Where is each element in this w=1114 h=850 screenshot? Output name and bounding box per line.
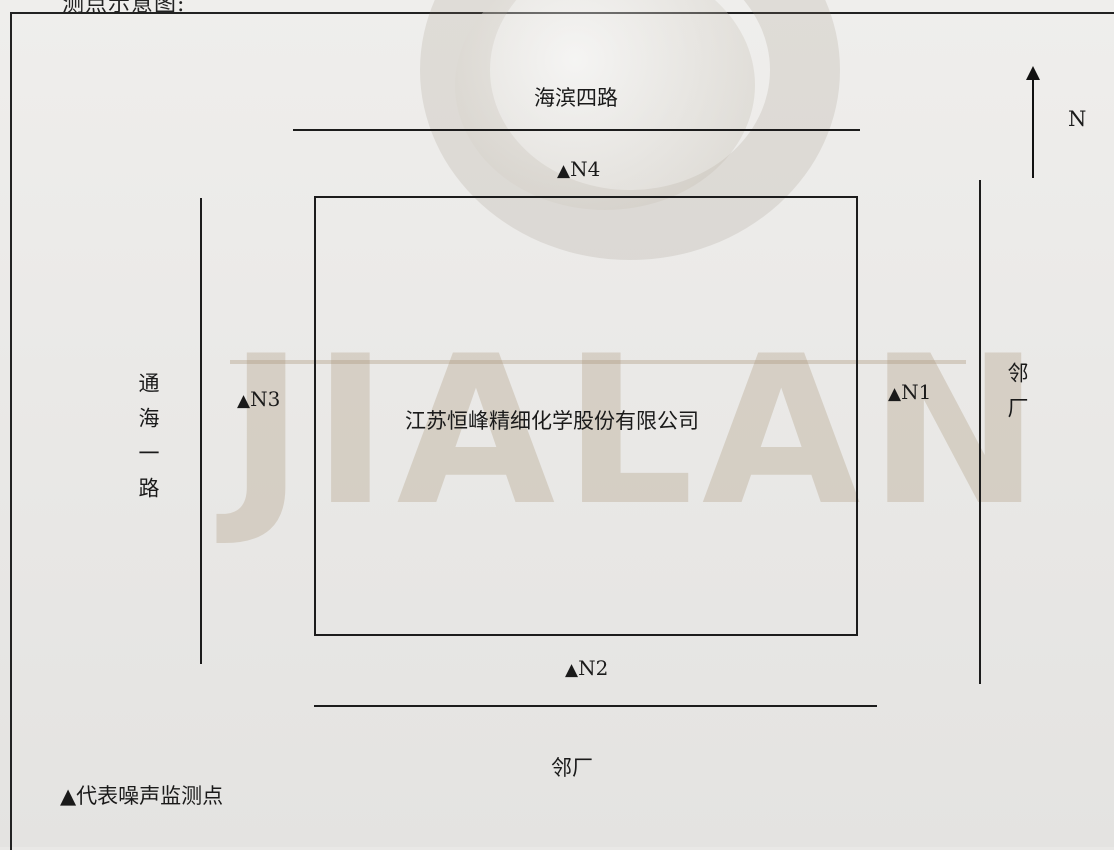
- site-boundary: [314, 196, 858, 636]
- company-name: 江苏恒峰精细化学股份有限公司: [405, 409, 699, 433]
- triangle-marker-icon: ▲: [888, 384, 902, 404]
- monitoring-point-n1: ▲N1: [888, 380, 931, 404]
- monitoring-point-n4: ▲N4: [557, 157, 600, 181]
- watermark-rule: [230, 360, 966, 364]
- watermark-text: JIALAN: [228, 313, 1049, 551]
- north-label: N: [1068, 107, 1087, 131]
- triangle-marker-icon: ▲: [565, 660, 579, 680]
- road-label-west: 通海一路: [136, 372, 160, 512]
- monitoring-point-n2: ▲N2: [565, 656, 608, 680]
- triangle-marker-icon: ▲: [237, 391, 251, 411]
- road-label-north: 海滨四路: [534, 86, 618, 110]
- point-label: N3: [250, 387, 281, 411]
- boundary-line-south: [314, 705, 877, 707]
- point-label: N2: [578, 656, 609, 680]
- legend-text: ▲代表噪声监测点: [60, 784, 224, 808]
- monitoring-point-n3: ▲N3: [237, 387, 280, 411]
- road-line-north: [293, 129, 860, 131]
- road-line-west: [200, 198, 202, 664]
- neighbor-label-south: 邻厂: [551, 756, 593, 780]
- boundary-line-east: [979, 180, 981, 684]
- triangle-marker-icon: ▲: [557, 161, 571, 181]
- neighbor-label-east: 邻厂: [1005, 362, 1029, 432]
- point-label: N4: [570, 157, 601, 181]
- north-arrow-icon: [1026, 66, 1040, 178]
- watermark-globe-icon: [455, 0, 755, 210]
- point-label: N1: [901, 380, 932, 404]
